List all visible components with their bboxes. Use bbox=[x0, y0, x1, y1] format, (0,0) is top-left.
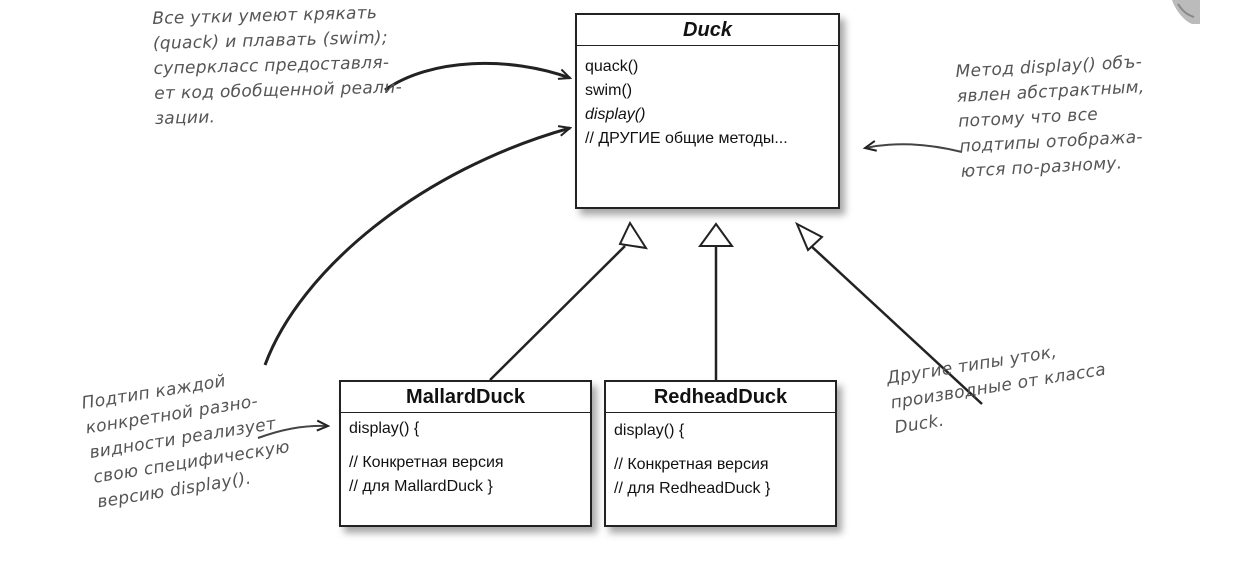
inheritance-triangle-left bbox=[618, 220, 649, 250]
mallard-comment-line-1: // Конкретная версия bbox=[349, 454, 504, 471]
inheritance-line-mallard bbox=[489, 245, 626, 381]
corner-illustration-curl bbox=[1177, 3, 1195, 18]
redhead-comment-line-1: // Конкретная версия bbox=[614, 456, 769, 473]
arrow-bottom-left-note bbox=[263, 128, 570, 366]
note-superclass-implementation: Все утки умеют крякать (quack) и плавать… bbox=[152, 3, 403, 129]
arrow-right-note bbox=[865, 144, 963, 153]
redhead-class-title: RedheadDuck bbox=[606, 382, 835, 413]
duck-method-display: display() bbox=[585, 106, 646, 123]
note-display-abstract: Метод display() объ- явлен абстрактным, … bbox=[955, 52, 1145, 182]
mallard-display-line: display() { bbox=[349, 420, 420, 437]
mallard-comment-line-2: // для MallardDuck } bbox=[349, 478, 493, 495]
inheritance-triangle-right bbox=[794, 221, 824, 252]
mallard-class-title: MallardDuck bbox=[341, 382, 590, 413]
arrow-top-left-note bbox=[384, 61, 570, 92]
arrow-mallard-note bbox=[257, 426, 328, 439]
duck-class-title: Duck bbox=[577, 15, 838, 46]
inheritance-line-other bbox=[809, 244, 983, 405]
duck-method-other: // ДРУГИЕ общие методы... bbox=[585, 130, 788, 147]
redhead-class-box: RedheadDuck display() { // Конкретная ве… bbox=[604, 380, 837, 527]
redhead-display-line: display() { bbox=[614, 422, 685, 439]
inheritance-triangle-center bbox=[698, 222, 734, 247]
duck-class-box: Duck quack() swim() display() // ДРУГИЕ … bbox=[575, 13, 840, 209]
redhead-comment-line-2: // для RedheadDuck } bbox=[614, 480, 771, 497]
mallard-class-box: MallardDuck display() { // Конкретная ве… bbox=[339, 380, 592, 527]
duck-method-swim: swim() bbox=[585, 82, 633, 99]
duck-method-quack: quack() bbox=[585, 58, 639, 75]
